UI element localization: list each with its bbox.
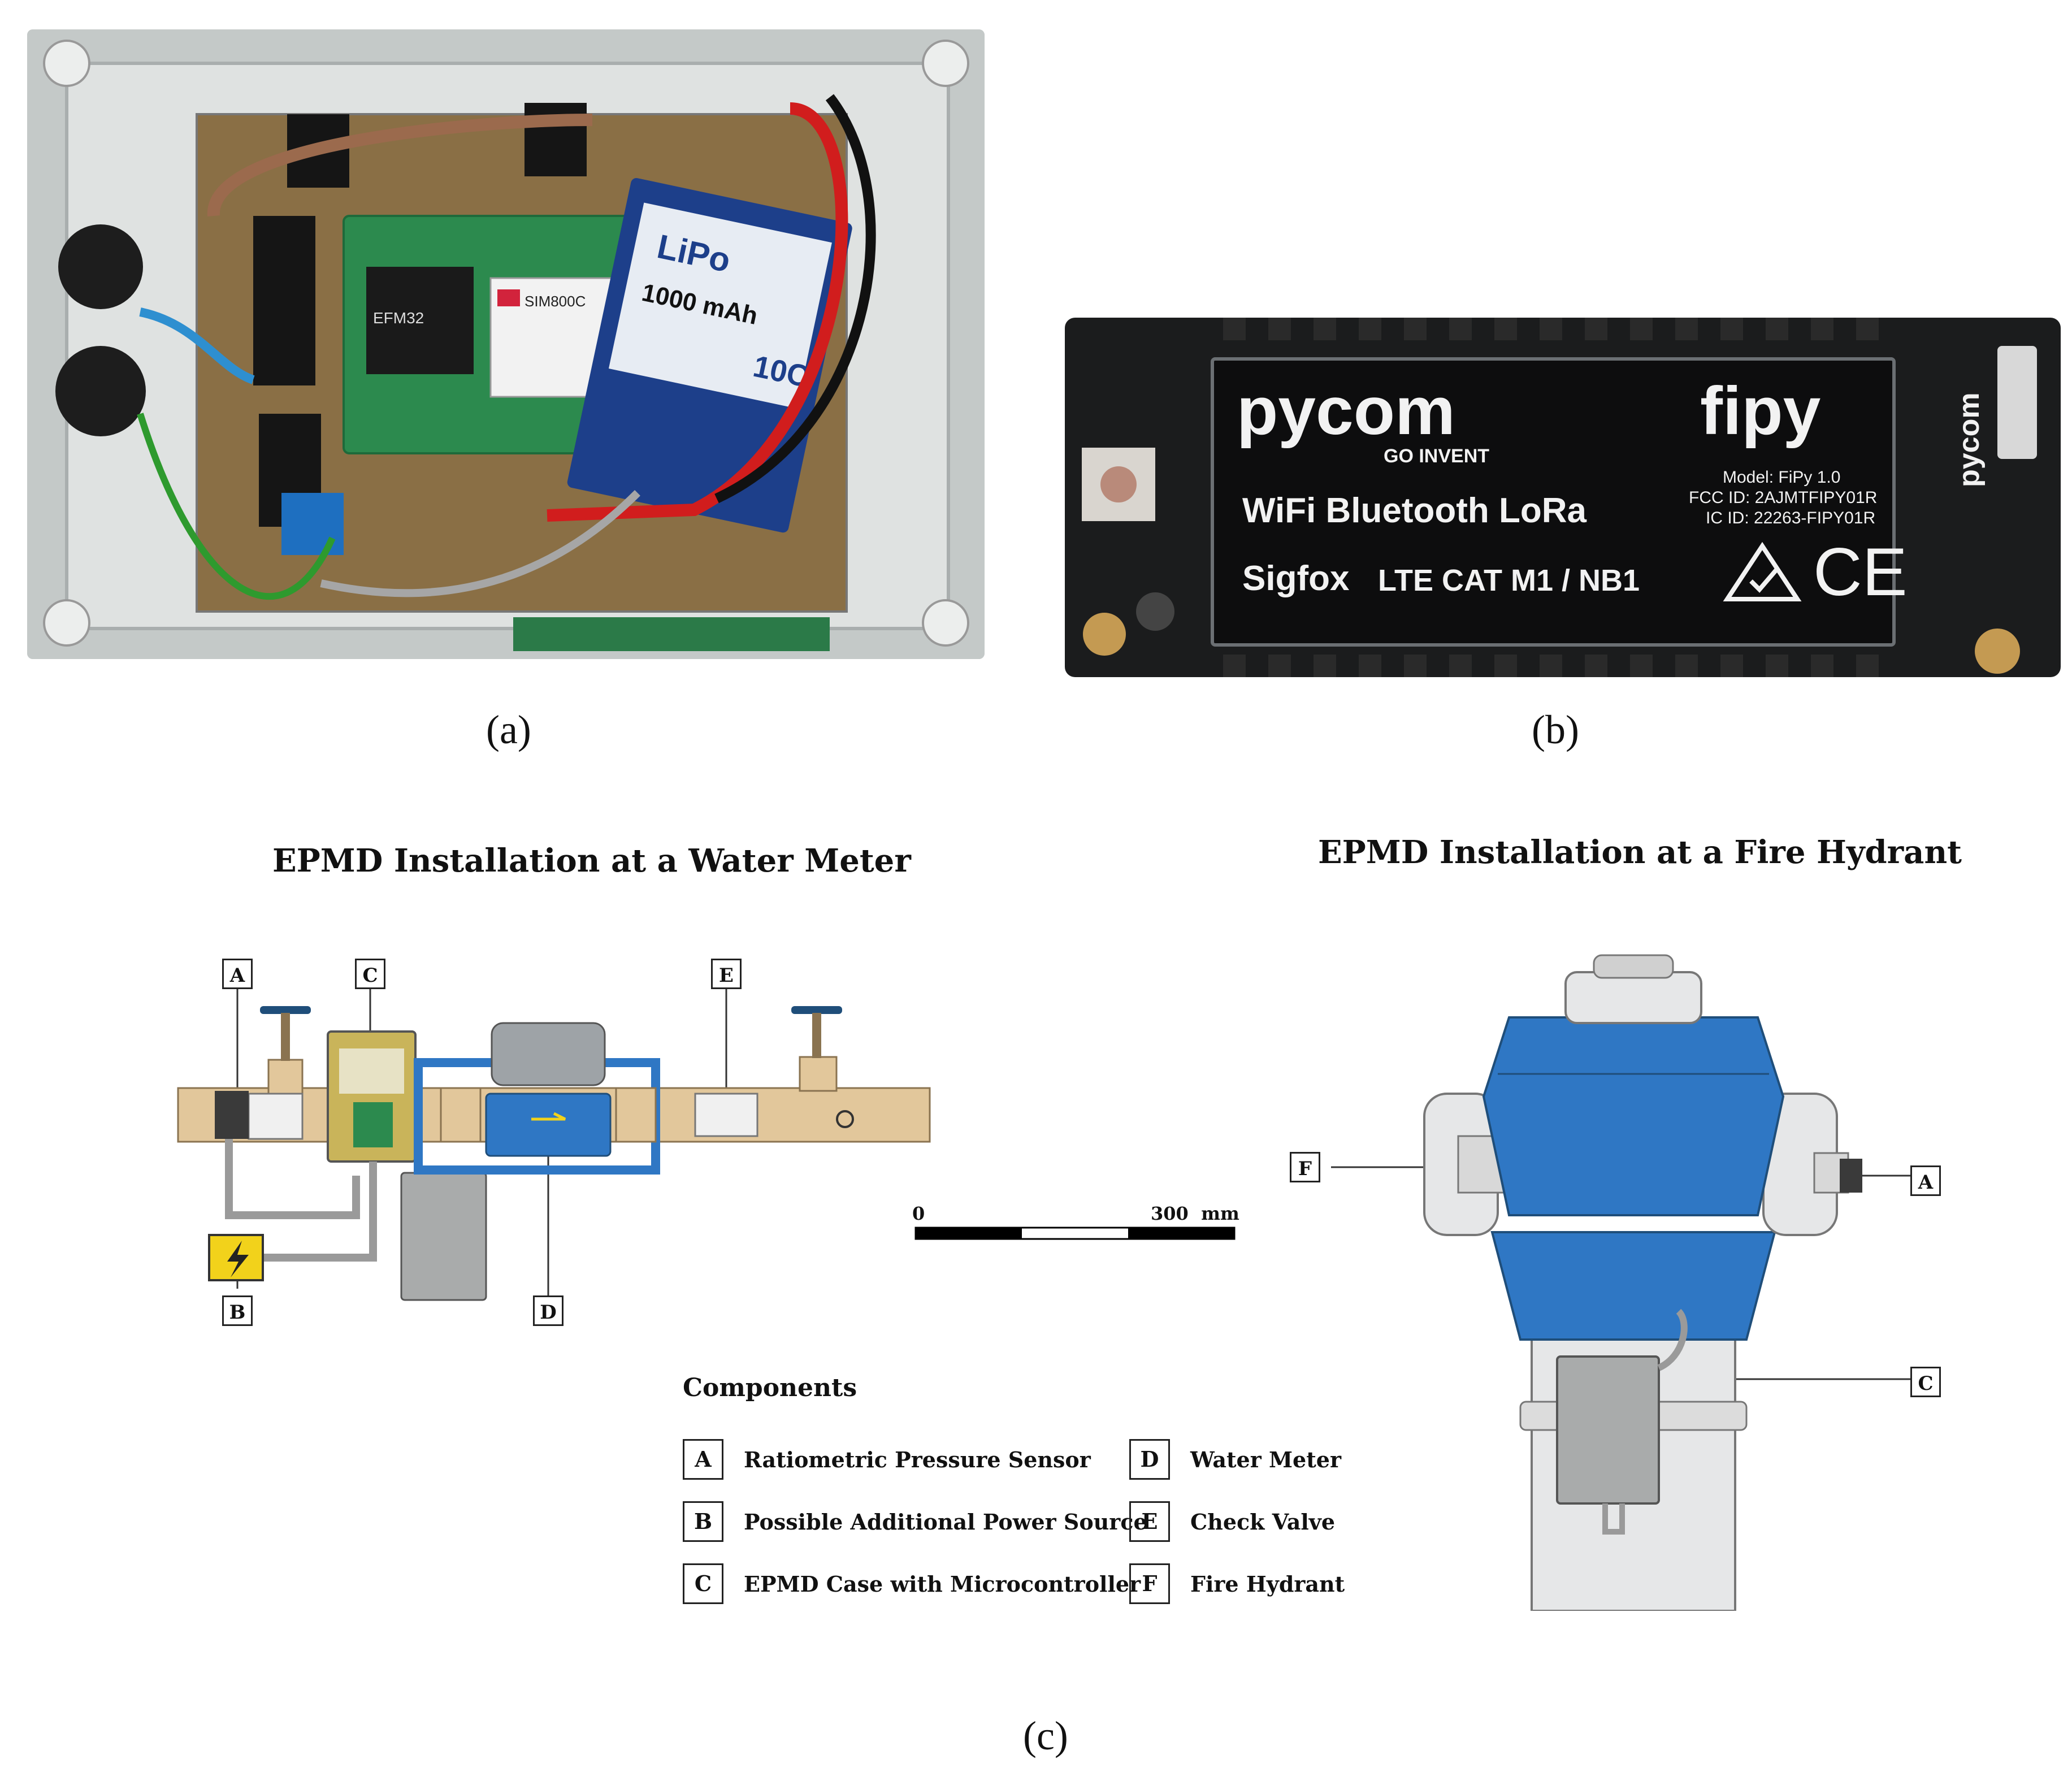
legend-text-d: Water Meter xyxy=(1190,1446,1341,1472)
fcc-id-text: FCC ID: 2AJMTFIPY01R xyxy=(1689,488,1878,507)
water-meter-title: EPMD Installation at a Water Meter xyxy=(272,842,911,879)
legend-key-e: E xyxy=(1129,1501,1170,1542)
fire-hydrant-drawing xyxy=(1331,954,1913,1611)
legend-title: Components xyxy=(683,1373,857,1402)
label-c-hydrant: C xyxy=(1910,1367,1941,1397)
label-b-water: B xyxy=(222,1295,253,1326)
label-a-hydrant: A xyxy=(1910,1165,1941,1196)
panel-label-a: (a) xyxy=(486,707,531,752)
label-c-water: C xyxy=(355,959,385,989)
pycom-logo: pycom xyxy=(1237,373,1455,449)
enclosure-photo: EFM32 SIM800C LiPo 1000 mAh 10C xyxy=(27,29,985,659)
panel-label-b: (b) xyxy=(1532,707,1579,752)
fipy-shield-can: pycom GO INVENT fipy WiFi Bluetooth LoRa… xyxy=(1211,357,1908,647)
radios-line-1: WiFi Bluetooth LoRa xyxy=(1242,491,1587,530)
scale-end: 300 mm xyxy=(1151,1203,1239,1224)
radios-sigfox: Sigfox xyxy=(1242,559,1350,598)
model-text: Model: FiPy 1.0 xyxy=(1723,468,1841,487)
ce-mark: CE xyxy=(1813,534,1908,610)
ic-id-text: IC ID: 22263-FIPY01R xyxy=(1706,509,1876,527)
legend-key-d: D xyxy=(1129,1439,1170,1480)
legend-text-f: Fire Hydrant xyxy=(1190,1571,1345,1597)
legend-text-b: Possible Additional Power Source xyxy=(744,1509,1147,1535)
enclosure-illustration: EFM32 SIM800C LiPo 1000 mAh 10C xyxy=(27,29,985,659)
legend-text-c: EPMD Case with Microcontroller xyxy=(744,1571,1141,1597)
legend-item-a: A Ratiometric Pressure Sensor xyxy=(683,1439,1091,1480)
panel-label-c: (c) xyxy=(1023,1713,1068,1758)
legend-item-f: F Fire Hydrant xyxy=(1129,1563,1345,1604)
fipy-logo: fipy xyxy=(1700,373,1821,449)
legend-item-e: E Check Valve xyxy=(1129,1501,1335,1542)
scale-start: 0 xyxy=(912,1203,925,1224)
legend-item-c: C EPMD Case with Microcontroller xyxy=(683,1563,1141,1604)
board-pin-headers xyxy=(1082,318,2037,677)
legend-text-e: Check Valve xyxy=(1190,1509,1336,1535)
rcm-mark-icon xyxy=(1723,541,1802,601)
module-label: SIM800C xyxy=(524,293,586,310)
legend-key-b: B xyxy=(683,1501,723,1542)
water-meter-installation-drawing xyxy=(177,989,931,1306)
label-f-hydrant: F xyxy=(1290,1152,1320,1182)
label-a-water: A xyxy=(222,959,253,989)
scale-bar xyxy=(914,1227,1236,1240)
radios-lte: LTE CAT M1 / NB1 xyxy=(1378,564,1640,597)
fipy-board-photo: pycom GO INVENT fipy WiFi Bluetooth LoRa… xyxy=(1065,318,2061,677)
legend-text-a: Ratiometric Pressure Sensor xyxy=(744,1446,1091,1472)
label-d-water: D xyxy=(533,1295,563,1326)
chip-label: EFM32 xyxy=(373,309,424,327)
legend-item-b: B Possible Additional Power Source xyxy=(683,1501,1147,1542)
label-e-water: E xyxy=(711,959,742,989)
legend-item-d: D Water Meter xyxy=(1129,1439,1341,1480)
legend-key-a: A xyxy=(683,1439,723,1480)
pycom-tagline: GO INVENT xyxy=(1384,445,1490,467)
legend-key-f: F xyxy=(1129,1563,1170,1604)
fire-hydrant-title: EPMD Installation at a Fire Hydrant xyxy=(1318,834,1962,871)
side-pycom-logo: pycom xyxy=(1953,392,1986,487)
legend-key-c: C xyxy=(683,1563,723,1604)
